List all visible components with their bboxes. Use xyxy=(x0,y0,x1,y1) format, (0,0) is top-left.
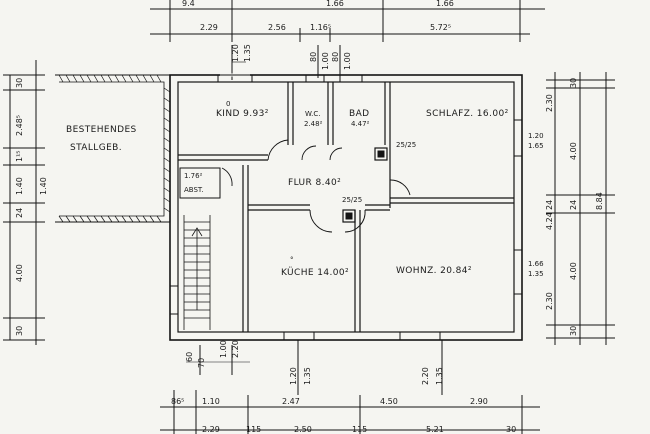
bottom-dim-1: 86⁵ xyxy=(171,397,184,406)
bottom-lower-2: 115 xyxy=(246,425,261,434)
kueche-mark: ° xyxy=(290,256,294,264)
left-dim-5: 24 xyxy=(15,208,24,218)
bottom-opening-1a: 1.20 xyxy=(289,367,298,385)
bottom-dimension-lines xyxy=(160,340,540,434)
bottom-lower-4: 115 xyxy=(352,425,367,434)
kind-mark: 0 xyxy=(226,100,230,108)
top-partial-2: 1.66 xyxy=(326,0,344,8)
bottom-stair-1a: 1.00 xyxy=(219,340,228,358)
bottom-lower-5: 5.21 xyxy=(426,425,444,434)
left-dim-3: 1¹⁵ xyxy=(15,150,24,162)
left-dim-7: 4.00 xyxy=(15,264,24,282)
top-dim-1: 2.29 xyxy=(200,23,218,32)
room-area-abst: 1.76² xyxy=(184,172,203,180)
left-dim-1: 30 xyxy=(15,78,24,88)
room-area-bad: 4.47² xyxy=(351,120,370,128)
room-label-kind: KIND 9.93² xyxy=(216,109,269,119)
stable-label-line1: BESTEHENDES xyxy=(66,125,137,135)
bottom-lower-3: 2.50 xyxy=(294,425,312,434)
top-opening-1a: 1.20 xyxy=(231,44,240,62)
room-label-flur: FLUR 8.40² xyxy=(288,178,341,188)
door-swings xyxy=(221,139,411,233)
bottom-dim-5: 2.90 xyxy=(470,397,488,406)
right-total: 8.84 xyxy=(595,192,604,210)
right-outer-4: 4.00 xyxy=(569,262,578,280)
bottom-stair-2a: 60 xyxy=(185,352,194,362)
right-outer-2: 4.00 xyxy=(569,142,578,160)
top-opening-2a: 80 xyxy=(309,52,318,62)
top-partial-3: 1.66 xyxy=(436,0,454,8)
interior-walls xyxy=(178,82,514,332)
bottom-stair-2b: 70 xyxy=(197,358,206,368)
right-outer-1: 30 xyxy=(569,78,578,88)
room-label-abst: ABST. xyxy=(184,186,204,194)
right-outer-5: 30 xyxy=(569,326,578,336)
stable-label-line2: STALLGEB. xyxy=(70,143,122,153)
right-window-1b: 1.65 xyxy=(528,142,544,150)
left-dim-8: 30 xyxy=(15,326,24,336)
bottom-dim-4: 4.50 xyxy=(380,397,398,406)
right-inner-2: 24 xyxy=(545,200,554,210)
room-label-wohnz: WOHNZ. 20.84² xyxy=(396,266,472,276)
left-dimension-lines xyxy=(3,60,45,345)
room-area-wc: 2.48² xyxy=(304,120,323,128)
shaft-label-lower: 25/25 xyxy=(342,196,362,204)
right-inner-1: 2.30 xyxy=(545,94,554,112)
top-dim-3: 1.16⁵ xyxy=(310,23,331,32)
top-opening-3b: 1.00 xyxy=(343,52,352,70)
right-outer-3: 24 xyxy=(569,200,578,210)
right-inner-4: 2.30 xyxy=(545,292,554,310)
top-opening-2b: 1.00 xyxy=(321,52,330,70)
stair xyxy=(183,215,211,330)
bottom-opening-1b: 1.35 xyxy=(303,367,312,385)
right-inner-3: 4.24 xyxy=(545,212,554,230)
right-window-2b: 1.35 xyxy=(528,270,544,278)
room-label-bad: BAD xyxy=(349,109,369,119)
bottom-stair-1b: 2.20 xyxy=(231,340,240,358)
top-partial-1: 9.4 xyxy=(182,0,195,8)
top-opening-3a: 80 xyxy=(331,52,340,62)
right-window-1a: 1.20 xyxy=(528,132,544,140)
windows xyxy=(169,73,523,341)
top-dim-4: 5.72⁵ xyxy=(430,23,451,32)
top-dimension-lines xyxy=(150,0,545,80)
top-opening-1b: 1.35 xyxy=(243,44,252,62)
bottom-lower-1: 2.29 xyxy=(202,425,220,434)
room-label-schlafz: SCHLAFZ. 16.00² xyxy=(426,109,509,119)
bottom-opening-2b: 1.35 xyxy=(435,367,444,385)
bottom-lower-6: 30 xyxy=(506,425,516,434)
shafts xyxy=(342,147,388,223)
room-label-kueche: KÜCHE 14.00² xyxy=(281,267,349,278)
left-dim-2: 2.48⁵ xyxy=(15,115,24,136)
bottom-opening-2a: 2.20 xyxy=(421,367,430,385)
bottom-dim-3: 2.47 xyxy=(282,397,300,406)
left-dim-4: 1.40 xyxy=(15,177,24,195)
shaft-label-upper: 25/25 xyxy=(396,141,416,149)
top-dim-2: 2.56 xyxy=(268,23,286,32)
left-dim-6: 1.40 xyxy=(39,177,48,195)
right-window-2a: 1.66 xyxy=(528,260,544,268)
room-label-wc: W.C. xyxy=(305,110,320,118)
bottom-dim-2: 1.10 xyxy=(202,397,220,406)
right-dimension-lines xyxy=(546,72,615,345)
